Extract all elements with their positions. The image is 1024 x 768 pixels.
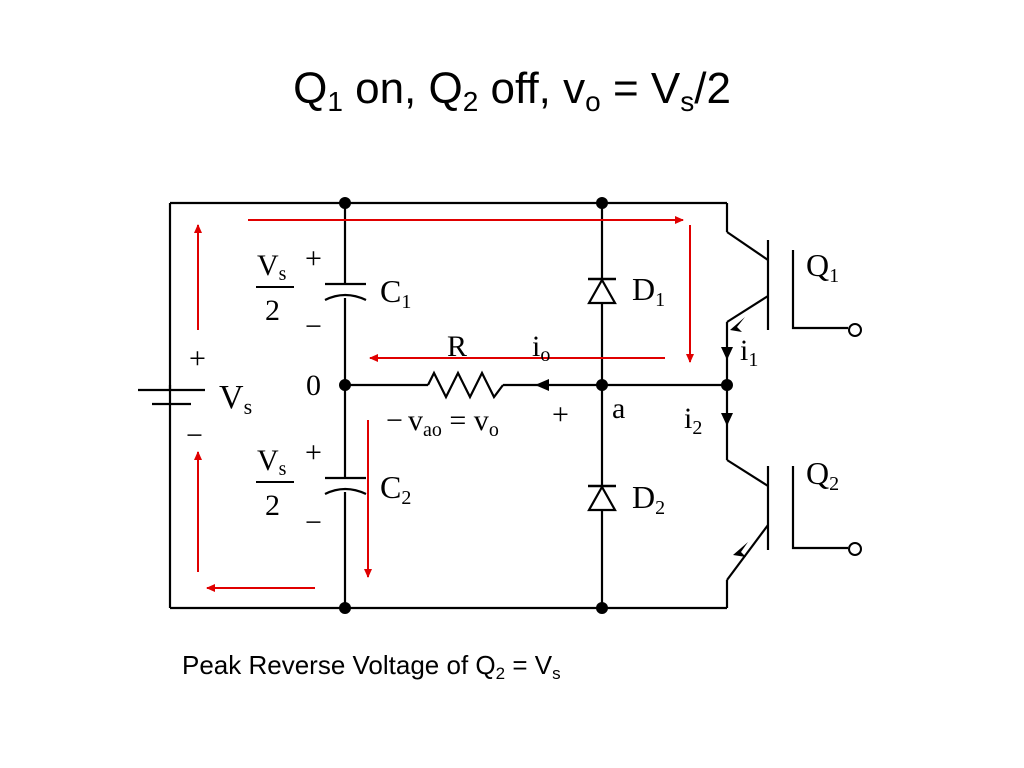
title-q1-sub: 1 <box>327 86 343 117</box>
caption-middle: = V <box>505 650 553 680</box>
io-label: io <box>532 330 550 366</box>
c1-label: C1 <box>380 273 411 313</box>
caption-q-sub: 2 <box>495 664 506 683</box>
c2-label: C2 <box>380 469 411 509</box>
q2-emitter-arrow <box>733 542 748 557</box>
source-label: Vs <box>219 379 252 419</box>
d2-label: D2 <box>632 479 665 519</box>
i2-arrow <box>721 413 733 426</box>
source-plus: + <box>189 342 206 375</box>
q2-gate-terminal <box>848 542 862 556</box>
c1-numerator: Vs <box>257 249 287 285</box>
node-0-label: 0 <box>306 369 321 402</box>
node-dots <box>339 197 733 614</box>
q1-gate-terminal <box>848 323 862 337</box>
c1-denominator: 2 <box>265 294 280 327</box>
current-path <box>194 216 694 592</box>
vao-plus: + <box>552 398 569 431</box>
vao-label: vao = vo <box>408 404 499 441</box>
title-off: off, <box>478 64 564 113</box>
c2-minus: − <box>305 506 322 539</box>
title-q1: Q <box>293 64 328 113</box>
transistor-q2 <box>726 459 848 581</box>
title-q2-sub: 2 <box>462 86 479 117</box>
title-on: on, <box>342 64 429 113</box>
dc-source <box>138 385 205 406</box>
resistor-label: R <box>447 330 467 363</box>
title-vs-sub: s <box>680 86 695 117</box>
title-q2: Q <box>428 64 463 113</box>
node-a-label: a <box>612 392 625 425</box>
c1-minus: − <box>305 310 322 343</box>
q1-label: Q1 <box>806 247 839 287</box>
title-tail: /2 <box>694 64 731 113</box>
capacitor-c1 <box>324 282 367 301</box>
q2-label: Q2 <box>806 455 839 495</box>
q1-emitter-arrow <box>730 317 745 332</box>
c2-plus: + <box>305 436 322 469</box>
title-v: v <box>563 64 586 113</box>
i1-label: i1 <box>740 334 758 371</box>
caption-v-sub: s <box>552 664 561 683</box>
i1-arrow <box>721 347 733 360</box>
diode-d1 <box>587 277 617 305</box>
i2-label: i2 <box>684 402 702 439</box>
c2-numerator: Vs <box>257 444 287 480</box>
c2-denominator: 2 <box>265 489 280 522</box>
io-arrow <box>535 379 549 391</box>
caption-prefix: Peak Reverse Voltage of Q <box>182 650 496 680</box>
vao-minus: − <box>386 404 403 437</box>
source-minus: − <box>186 419 203 452</box>
resistor-r <box>427 370 504 400</box>
d1-label: D1 <box>632 271 665 311</box>
capacitor-c2 <box>324 476 367 495</box>
caption: Peak Reverse Voltage of Q2 = Vs <box>182 650 561 683</box>
slide-title: Q1 on, Q2 off, vo = Vs/2 <box>0 64 1024 117</box>
title-eq: = V <box>600 64 681 113</box>
title-v-sub: o <box>585 86 601 117</box>
transistor-q1 <box>726 231 848 330</box>
c1-plus: + <box>305 242 322 275</box>
diode-d2 <box>587 484 617 512</box>
